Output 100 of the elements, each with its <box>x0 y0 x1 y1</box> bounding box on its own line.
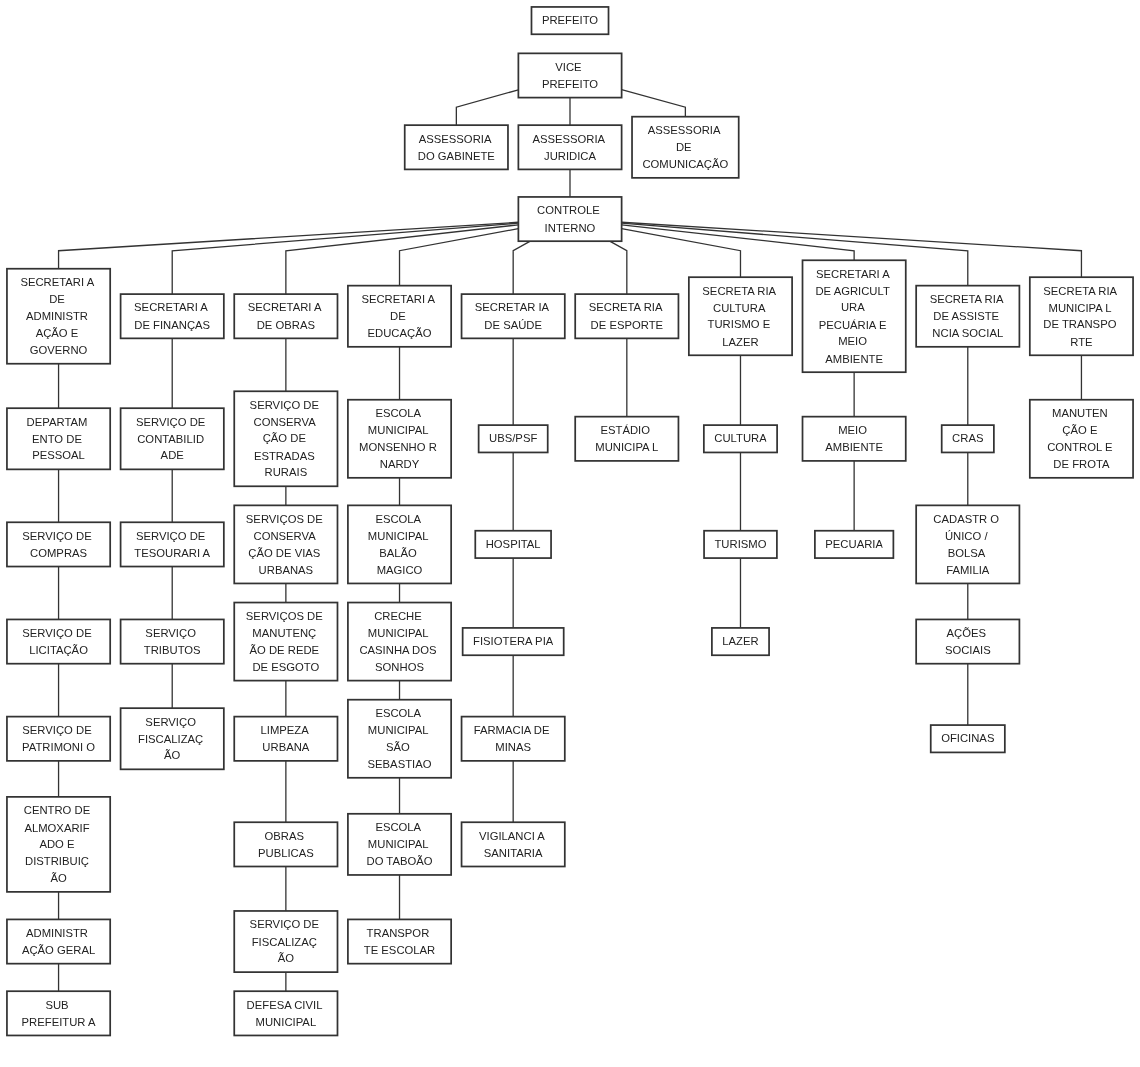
connector <box>853 460 855 532</box>
node-box: SERVIÇO DE CONSERVA ÇÃO DE ESTRADAS RURAIS <box>233 390 339 488</box>
node-box: SERVIÇO DE LICITAÇÃO <box>6 618 112 665</box>
connector <box>626 337 628 418</box>
node-box: HOSPITAL <box>474 529 552 559</box>
node-box: SUB PREFEITUR A <box>6 990 112 1037</box>
connector <box>285 337 287 392</box>
connector <box>398 874 401 921</box>
node-box: FARMACIA DE MINAS <box>460 715 566 762</box>
node-box: VICE PREFEITO <box>517 52 623 99</box>
connector <box>285 865 287 912</box>
node-box: SECRETA RIA MUNICIPA L DE TRANSPO RTE <box>1028 276 1134 357</box>
connector <box>398 477 401 506</box>
node-box: CADASTR O ÚNICO / BOLSA FAMILIA <box>915 504 1021 585</box>
node-box: CONTROLE INTERNO <box>517 196 623 243</box>
node-box: ESCOLA MUNICIPAL SÃO SEBASTIAO <box>347 698 452 779</box>
node-box: SECRETA RIA DE ASSISTE NCIA SOCIAL <box>915 284 1021 348</box>
node-box: SERVIÇO DE CONTABILID ADE <box>119 407 225 471</box>
node-box: CULTURA <box>703 424 778 454</box>
connector <box>512 654 514 718</box>
connector <box>739 354 742 426</box>
node-box: ESCOLA MUNICIPAL BALÃO MAGICO <box>347 504 452 585</box>
node-box: TRANSPOR TE ESCOLAR <box>347 918 452 965</box>
connector <box>57 565 60 621</box>
node-box: ESCOLA MUNICIPAL DO TABOÃO <box>347 812 452 876</box>
node-box: SERVIÇO FISCALIZAÇ ÃO <box>119 707 225 771</box>
node-box: SECRETARI A DE ADMINISTR AÇÃO E GOVERNO <box>6 267 112 365</box>
connector <box>739 557 742 629</box>
connector <box>285 679 287 718</box>
node-box: SECRETARI A DE OBRAS <box>233 293 339 340</box>
connector <box>57 963 60 992</box>
node-box: FISIOTERA PIA <box>461 627 565 657</box>
connector <box>512 760 514 823</box>
connector <box>285 760 287 823</box>
connector <box>57 760 60 798</box>
connector <box>171 468 173 523</box>
connector <box>171 565 173 621</box>
node-box: ESTÁDIO MUNICIPA L <box>574 415 680 462</box>
connector <box>398 777 401 815</box>
node-box: ASSESSORIA DE COMUNICAÇÃO <box>631 115 740 179</box>
node-box: ASSESSORIA JURIDICA <box>517 124 623 171</box>
node-box: SERVIÇO DE PATRIMONI O <box>6 715 112 762</box>
connector <box>57 363 60 409</box>
node-box: OBRAS PUBLICAS <box>233 821 339 868</box>
connector <box>171 337 173 409</box>
connector <box>285 971 287 992</box>
connector <box>57 891 60 921</box>
connector <box>967 451 969 506</box>
node-box: SECRETAR IA DE SAÚDE <box>460 293 566 340</box>
connector <box>512 240 531 295</box>
node-box: ASSESSORIA DO GABINETE <box>403 124 509 171</box>
connector <box>57 663 60 718</box>
connector <box>285 485 287 506</box>
node-box: OFICINAS <box>929 724 1006 754</box>
node-box: CENTRO DE ALMOXARIF ADO E DISTRIBUIÇ ÃO <box>6 796 112 893</box>
node-box: PECUARIA <box>814 529 895 559</box>
node-box: AÇÕES SOCIAIS <box>915 618 1021 665</box>
connector <box>569 96 571 126</box>
connector <box>967 663 969 726</box>
node-box: SECRETARI A DE EDUCAÇÃO <box>347 284 452 348</box>
node-box: CRECHE MUNICIPAL CASINHA DOS SONHOS <box>347 601 452 682</box>
connector <box>57 468 60 523</box>
node-box: SERVIÇOS DE MANUTENÇ ÃO DE REDE DE ESGOTO <box>233 601 339 682</box>
node-box: LIMPEZA URBANA <box>233 715 339 762</box>
node-box: MANUTEN ÇÃO E CONTROL E DE FROTA <box>1028 398 1134 479</box>
node-box: SERVIÇO DE TESOURARI A <box>119 521 225 568</box>
connector <box>609 240 628 295</box>
node-box: DEPARTAM ENTO DE PESSOAL <box>6 407 112 471</box>
node-box: SECRETA RIA CULTURA TURISMO E LAZER <box>688 276 793 357</box>
node-box: CRAS <box>940 424 995 454</box>
node-box: LAZER <box>711 627 770 657</box>
connector <box>569 168 571 198</box>
node-box: MEIO AMBIENTE <box>801 415 907 462</box>
node-box: ESCOLA MUNICIPAL MONSENHO R NARDY <box>347 398 452 479</box>
connector <box>398 679 401 701</box>
connector <box>967 582 969 621</box>
connector <box>1080 354 1083 401</box>
node-box: PREFEITO <box>530 6 610 36</box>
connector <box>171 663 173 709</box>
node-box: SERVIÇO DE FISCALIZAÇ ÃO <box>233 910 339 973</box>
node-box: UBS/PSF <box>477 424 549 454</box>
node-box: VIGILANCI A SANITARIA <box>460 821 566 868</box>
connector <box>739 451 742 532</box>
node-box: SERVIÇO TRIBUTOS <box>119 618 225 665</box>
connector <box>967 346 969 426</box>
connector <box>512 557 514 629</box>
node-box: SECRETARI A DE AGRICULT URA PECUÁRIA E MEIO AMBIENTE <box>801 259 907 374</box>
node-box: SECRETARI A DE FINANÇAS <box>119 293 225 340</box>
connector <box>398 346 401 401</box>
node-box: SERVIÇOS DE CONSERVA ÇÃO DE VIAS URBANAS <box>233 504 339 585</box>
node-box: SERVIÇO DE COMPRAS <box>6 521 112 568</box>
node-box: ADMINISTR AÇÃO GERAL <box>6 918 112 965</box>
connector <box>398 582 401 604</box>
connector <box>285 582 287 604</box>
node-box: SECRETA RIA DE ESPORTE <box>574 293 680 340</box>
connector <box>512 337 514 426</box>
node-box: TURISMO <box>703 529 778 559</box>
connector <box>853 371 855 418</box>
connector <box>512 451 514 532</box>
node-box: DEFESA CIVIL MUNICIPAL <box>233 990 339 1037</box>
